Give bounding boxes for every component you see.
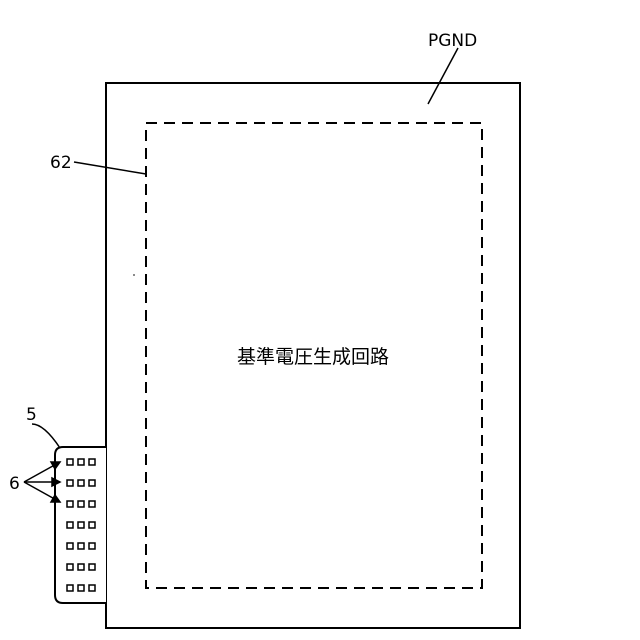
area-62-label: 62 — [50, 153, 72, 173]
pin-6-arrows — [24, 462, 60, 502]
area-62-leader-line — [74, 162, 146, 174]
stray-dot — [133, 274, 135, 276]
circuit-title: 基準電圧生成回路 — [237, 346, 389, 368]
pgnd-leader-line — [428, 48, 458, 104]
pin-6-label: 6 — [9, 474, 20, 494]
connector-5-label: 5 — [26, 405, 37, 425]
connector-5-leader-line — [32, 424, 60, 448]
connector-body — [55, 447, 106, 603]
pgnd-label: PGND — [428, 31, 477, 51]
